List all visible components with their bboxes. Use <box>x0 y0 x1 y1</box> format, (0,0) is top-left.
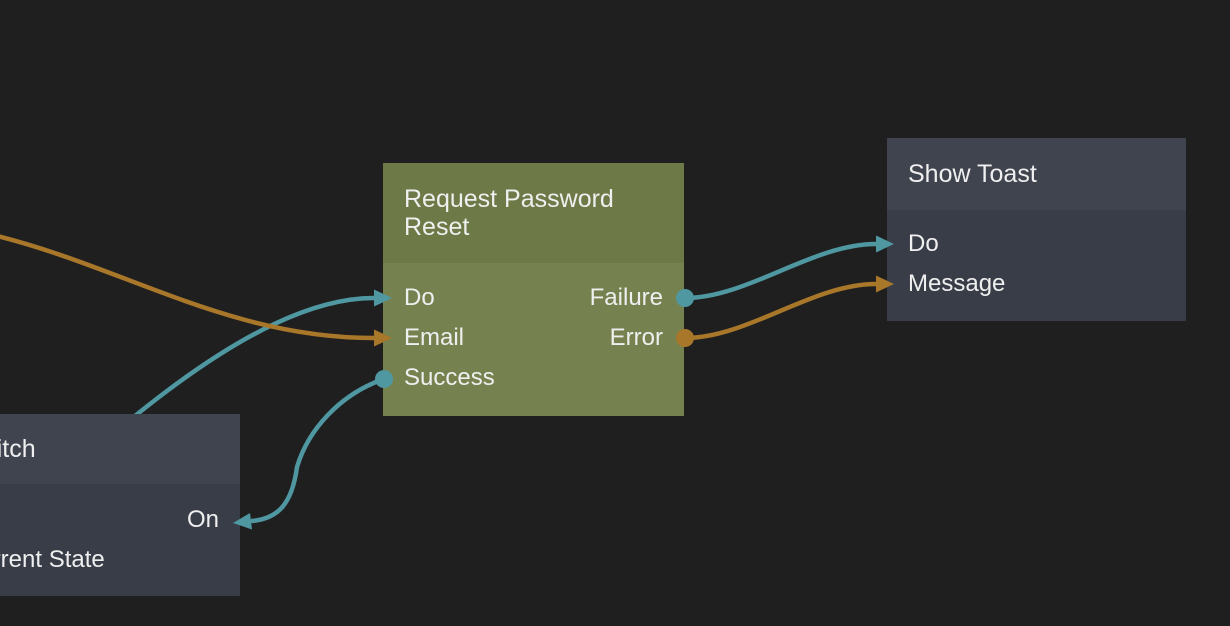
node-header: Switch <box>0 414 240 484</box>
port-row: Do <box>887 224 1186 264</box>
node-header: Show Toast <box>887 138 1186 210</box>
port-row: Message <box>887 264 1186 304</box>
node-body: Do Failure Email Error Success <box>383 263 684 416</box>
port-rpr-email[interactable]: Email <box>404 324 465 351</box>
node-request-password-reset[interactable]: Request Password Reset Do Failure Email … <box>383 163 684 416</box>
port-rpr-do[interactable]: Do <box>404 284 435 311</box>
port-show-toast-do[interactable]: Do <box>908 230 939 257</box>
node-header: Request Password Reset <box>383 163 684 263</box>
wire-offscreen-to-email[interactable] <box>0 233 375 341</box>
wire-failure-to-do[interactable] <box>684 241 877 301</box>
port-show-toast-message[interactable]: Message <box>908 270 1006 297</box>
port-switch-on[interactable]: On <box>186 506 219 533</box>
port-rpr-success[interactable]: Success <box>404 364 495 391</box>
node-show-toast[interactable]: Show Toast Do Message <box>887 138 1186 321</box>
wire-success-to-on[interactable] <box>250 376 385 524</box>
port-row: Do Failure <box>383 278 684 318</box>
node-body: On Current State <box>0 484 240 596</box>
port-row: Email Error <box>383 318 684 358</box>
port-row: Success <box>383 358 684 398</box>
node-switch[interactable]: Switch On Current State <box>0 414 240 596</box>
node-body: Do Message <box>887 210 1186 321</box>
port-row: Current State <box>0 540 240 580</box>
wire-error-to-message[interactable] <box>684 281 877 341</box>
node-title: Request Password Reset <box>404 185 614 241</box>
port-switch-current-state[interactable]: Current State <box>0 546 105 573</box>
port-row: On <box>0 500 240 540</box>
node-title: Show Toast <box>908 160 1037 188</box>
port-rpr-error[interactable]: Error <box>609 324 663 351</box>
port-rpr-failure[interactable]: Failure <box>589 284 663 311</box>
node-title: Switch <box>0 435 36 463</box>
